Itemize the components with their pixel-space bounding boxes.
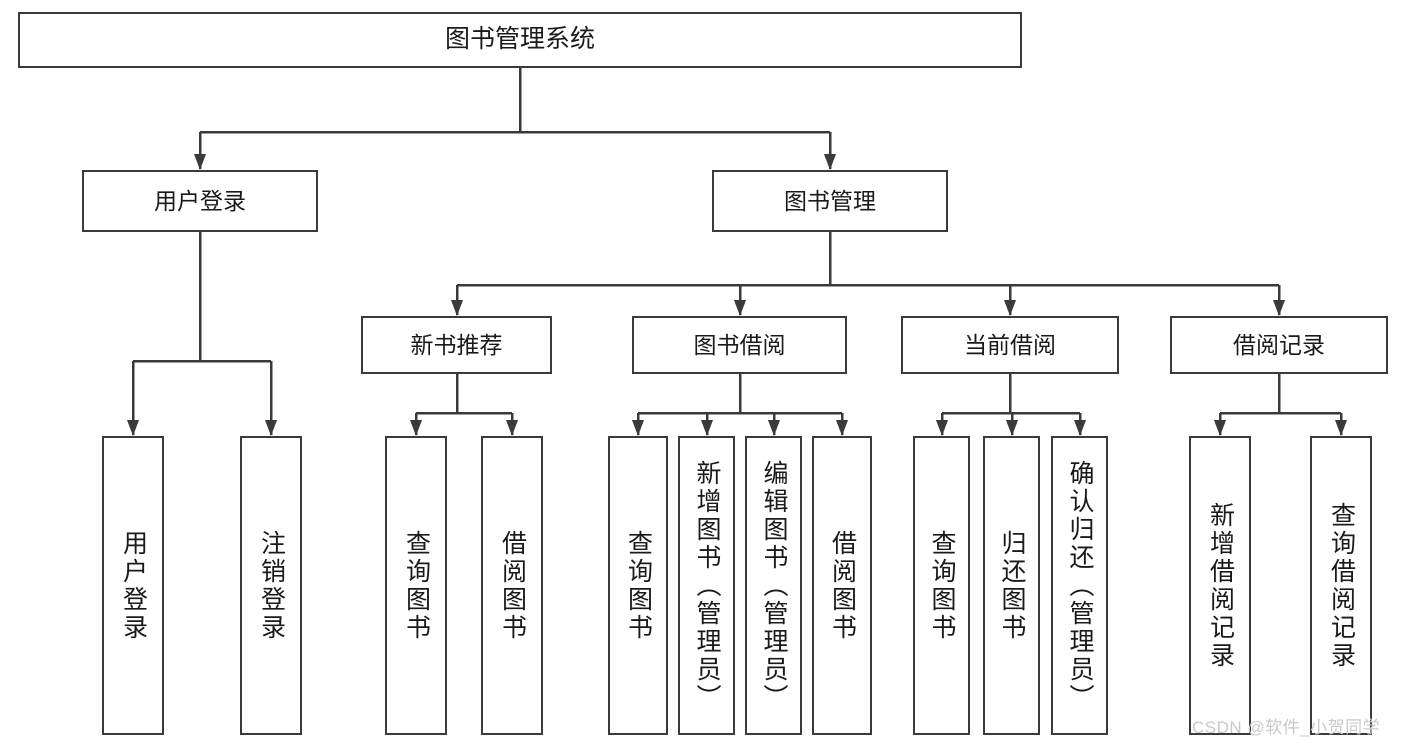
arrowhead <box>1214 420 1226 436</box>
node-label: 当前借阅 <box>964 331 1056 358</box>
node-label: 查询图书 <box>928 529 956 642</box>
node-leaf-logout[interactable]: 注销登录 <box>240 436 302 735</box>
node-label: 借阅图书 <box>498 529 527 642</box>
node-label: 确认归还（管理员） <box>1066 459 1094 712</box>
arrowhead <box>734 300 746 316</box>
node-label: 用户登录 <box>154 187 246 214</box>
arrowhead <box>701 420 713 436</box>
node-leaf-borrow-book-1[interactable]: 借阅图书 <box>481 436 543 735</box>
arrowhead <box>127 420 139 436</box>
node-label: 编辑图书（管理员） <box>760 459 788 712</box>
arrowhead <box>451 300 463 316</box>
node-leaf-edit-book[interactable]: 编辑图书（管理员） <box>745 436 802 735</box>
arrowhead <box>1006 420 1018 436</box>
arrowhead <box>1074 420 1086 436</box>
arrowhead <box>632 420 644 436</box>
node-label: 注销登录 <box>257 529 286 642</box>
node-leaf-add-book[interactable]: 新增图书（管理员） <box>678 436 735 735</box>
arrowhead <box>824 154 836 170</box>
arrowhead <box>1004 300 1016 316</box>
node-label: 查询图书 <box>624 529 653 642</box>
node-new-book-rec[interactable]: 新书推荐 <box>361 316 552 374</box>
arrowhead <box>194 154 206 170</box>
node-leaf-query-book-3[interactable]: 查询图书 <box>913 436 970 735</box>
node-label: 归还图书 <box>998 529 1026 642</box>
node-label: 新增借阅记录 <box>1206 501 1235 670</box>
node-leaf-query-record[interactable]: 查询借阅记录 <box>1310 436 1372 735</box>
node-root[interactable]: 图书管理系统 <box>18 12 1022 68</box>
node-label: 借阅图书 <box>828 529 857 642</box>
node-label: 用户登录 <box>119 529 148 642</box>
node-leaf-confirm-return[interactable]: 确认归还（管理员） <box>1051 436 1108 735</box>
arrowhead <box>768 420 780 436</box>
arrowhead <box>836 420 848 436</box>
arrowhead <box>265 420 277 436</box>
node-label: 查询借阅记录 <box>1327 501 1356 670</box>
node-label: 新书推荐 <box>410 331 503 358</box>
node-label: 图书借阅 <box>693 331 786 358</box>
arrowhead <box>410 420 422 436</box>
node-label: 新增图书（管理员） <box>693 459 721 712</box>
node-borrow-record[interactable]: 借阅记录 <box>1170 316 1388 374</box>
node-leaf-user-login[interactable]: 用户登录 <box>102 436 164 735</box>
node-leaf-return-book[interactable]: 归还图书 <box>983 436 1040 735</box>
node-label: 图书管理 <box>784 187 876 214</box>
arrowhead <box>936 420 948 436</box>
node-leaf-add-record[interactable]: 新增借阅记录 <box>1189 436 1251 735</box>
node-user-login[interactable]: 用户登录 <box>82 170 318 232</box>
node-book-borrow[interactable]: 图书借阅 <box>632 316 847 374</box>
node-label: 图书管理系统 <box>444 25 595 54</box>
arrowhead <box>506 420 518 436</box>
node-book-manage[interactable]: 图书管理 <box>712 170 948 232</box>
node-label: 查询图书 <box>402 529 431 642</box>
node-leaf-query-book-1[interactable]: 查询图书 <box>385 436 447 735</box>
node-leaf-query-book-2[interactable]: 查询图书 <box>608 436 668 735</box>
node-leaf-borrow-book-2[interactable]: 借阅图书 <box>812 436 872 735</box>
arrowhead <box>1273 300 1285 316</box>
arrowhead <box>1335 420 1347 436</box>
node-label: 借阅记录 <box>1233 331 1325 358</box>
node-current-borrow[interactable]: 当前借阅 <box>901 316 1119 374</box>
csdn-watermark: CSDN @软件_小贺同学 <box>1192 718 1381 737</box>
